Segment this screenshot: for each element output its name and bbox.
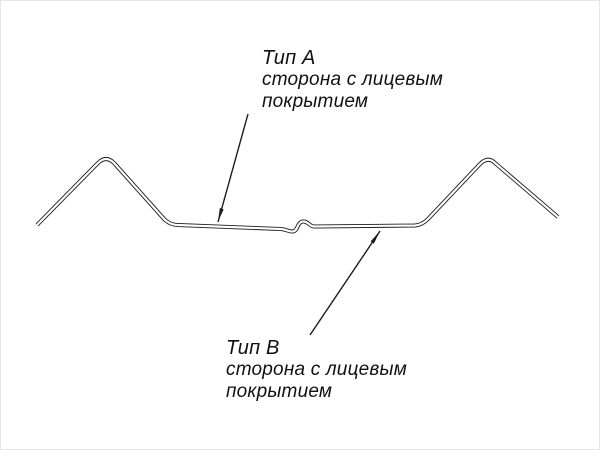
leader-line-type-b <box>309 230 381 336</box>
callout-type-a-text-line1: сторона с лицевым <box>262 69 443 90</box>
profile-outline-outer <box>35 157 560 234</box>
callout-type-a-title: Тип А <box>262 47 316 69</box>
callout-type-b-title: Тип В <box>226 337 280 359</box>
callout-type-a-text-line2: покрытием <box>262 91 369 112</box>
profile-outline-inner <box>36 157 559 233</box>
callout-type-a: Тип А сторона с лицевым покрытием <box>262 47 443 113</box>
sheet-profile <box>35 157 560 234</box>
callout-type-b-text-line2: покрытием <box>226 381 333 402</box>
callout-type-b: Тип В сторона с лицевым покрытием <box>226 337 407 403</box>
callout-type-b-text-line1: сторона с лицевым <box>226 359 407 380</box>
leader-line-type-a <box>217 113 249 223</box>
